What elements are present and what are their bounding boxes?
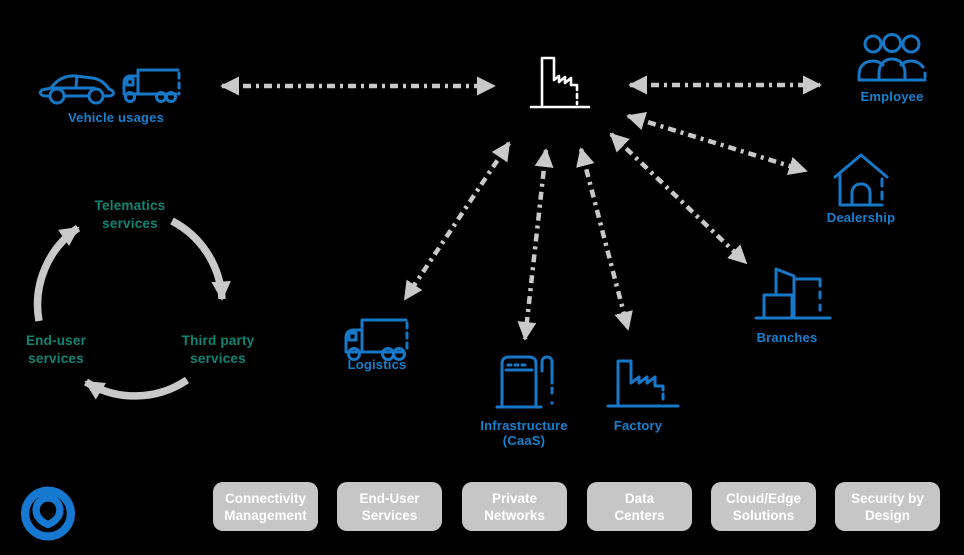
cycle-arc-bottom	[84, 376, 190, 400]
chip-private-networks: Private Networks	[462, 482, 567, 531]
chip-label: Cloud/Edge Solutions	[726, 490, 801, 523]
dealership-label: Dealership	[826, 210, 896, 225]
cycle-arc-right	[170, 217, 231, 301]
chip-label: Connectivity Management	[224, 490, 307, 523]
truck-icon	[122, 68, 181, 103]
logistics-label: Logistics	[347, 357, 407, 372]
arrow-hub-factory	[576, 147, 633, 331]
chip-label: Private Networks	[484, 490, 545, 523]
chip-connectivity-management: Connectivity Management	[213, 482, 318, 531]
ntt-logo	[21, 486, 75, 541]
cycle-label-end-user: End-user services	[25, 333, 87, 366]
cycle-arc-left	[33, 224, 81, 322]
employee-label: Employee	[860, 89, 924, 104]
factory-label: Factory	[613, 418, 663, 433]
chip-cloud-edge-solutions: Cloud/Edge Solutions	[711, 482, 816, 531]
chip-label: End-User Services	[359, 490, 420, 523]
buildings-icon	[754, 267, 832, 320]
house-icon	[833, 153, 889, 207]
vehicle-usages-label: Vehicle usages	[67, 110, 165, 125]
chip-end-user-services: End-User Services	[337, 482, 442, 531]
fuel-pump-icon	[495, 355, 554, 409]
factory-icon	[606, 359, 680, 408]
chip-label: Security by Design	[851, 490, 924, 523]
cycle-label-telematics: Telematics services	[94, 198, 166, 231]
branches-label: Branches	[756, 330, 818, 345]
arrow-hub-infrastructure	[517, 148, 554, 341]
chip-label: Data Centers	[614, 490, 665, 523]
people-group-icon	[857, 33, 927, 82]
infrastructure-label: Infrastructure (CaaS)	[480, 418, 568, 448]
arrow-hub-logistics	[403, 141, 511, 301]
cycle-label-third-party: Third party services	[181, 333, 255, 366]
chip-security-by-design: Security by Design	[835, 482, 940, 531]
factory-hub-icon	[529, 56, 591, 109]
truck-icon	[344, 318, 409, 361]
car-icon	[38, 74, 115, 105]
arrow-hub-branches	[609, 132, 748, 265]
chip-data-centers: Data Centers	[587, 482, 692, 531]
arrow-hub-dealership	[626, 111, 808, 176]
